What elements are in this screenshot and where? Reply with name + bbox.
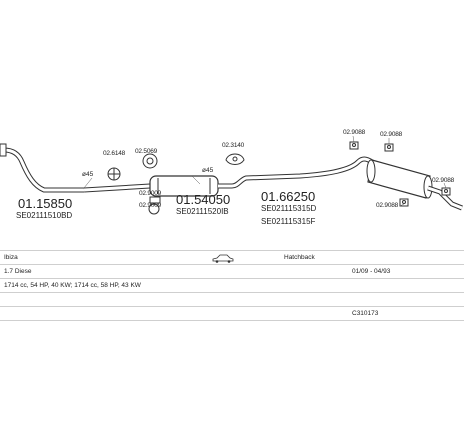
rear-ref-1: SE021115315D [261, 204, 317, 213]
clamp-mid-icon [142, 153, 158, 169]
clamp-center-a-icon [149, 196, 161, 204]
info-row-bottom [0, 320, 464, 322]
diameter-label-2: ø45 [202, 167, 214, 174]
vehicle-engine: 1.7 Diese [4, 268, 32, 275]
clamp-center-a-ref: 02.9009 [139, 190, 162, 197]
rear-silencer [366, 159, 433, 199]
vehicle-body: Hatchback [284, 254, 315, 261]
car-icon [212, 254, 234, 263]
hanger-rear-2-ref: 02.9088 [380, 131, 403, 138]
hanger-mid-ref: 02.3140 [222, 142, 245, 149]
front-flange [0, 143, 7, 157]
hanger-rear-3-icon [441, 187, 451, 196]
clamp-front-ref: 02.6148 [103, 150, 126, 157]
vehicle-model: Ibiza [4, 254, 18, 261]
diameter-label-1: ø45 [82, 171, 94, 178]
hanger-rear-4-ref: 02.9088 [376, 202, 399, 209]
clamp-front-icon [107, 167, 121, 181]
rear-ref-2: SE021115315F [261, 217, 316, 226]
info-row-model: Ibiza Hatchback [0, 250, 464, 265]
info-row-spec: 1714 cc, 54 HP, 40 KW; 1714 cc, 58 HP, 4… [0, 278, 464, 293]
info-row-engine: 1.7 Diese 01/09 - 04/93 [0, 264, 464, 279]
info-row-catalog: C310173 [0, 306, 464, 321]
front-pipe-ref: SE02111510BD [16, 211, 73, 220]
rear-code: 01.66250 [261, 189, 316, 204]
hanger-mid-icon [225, 153, 245, 165]
hanger-rear-4-icon [399, 198, 409, 207]
hanger-rear-2-icon [384, 143, 394, 152]
front-pipe [3, 147, 84, 193]
exhaust-diagram [0, 135, 463, 215]
hanger-rear-1-icon [349, 141, 359, 150]
vehicle-spec: 1714 cc, 54 HP, 40 KW; 1714 cc, 58 HP, 4… [4, 282, 141, 289]
hanger-rear-1-ref: 02.9088 [343, 129, 366, 136]
clamp-center-b-ref: 02.9009 [139, 202, 162, 209]
clamp-center-b-icon [148, 203, 160, 215]
clamp-mid-ref: 02.5069 [135, 148, 158, 155]
hanger-rear-3-ref: 02.9088 [432, 177, 455, 184]
info-row-blank [0, 292, 464, 307]
front-pipe-code: 01.15850 [18, 196, 73, 211]
catalog-number: C310173 [352, 310, 379, 317]
vehicle-period: 01/09 - 04/93 [352, 268, 391, 275]
center-code: 01.54050 [176, 192, 231, 207]
center-ref: SE02111520IB [176, 207, 229, 216]
